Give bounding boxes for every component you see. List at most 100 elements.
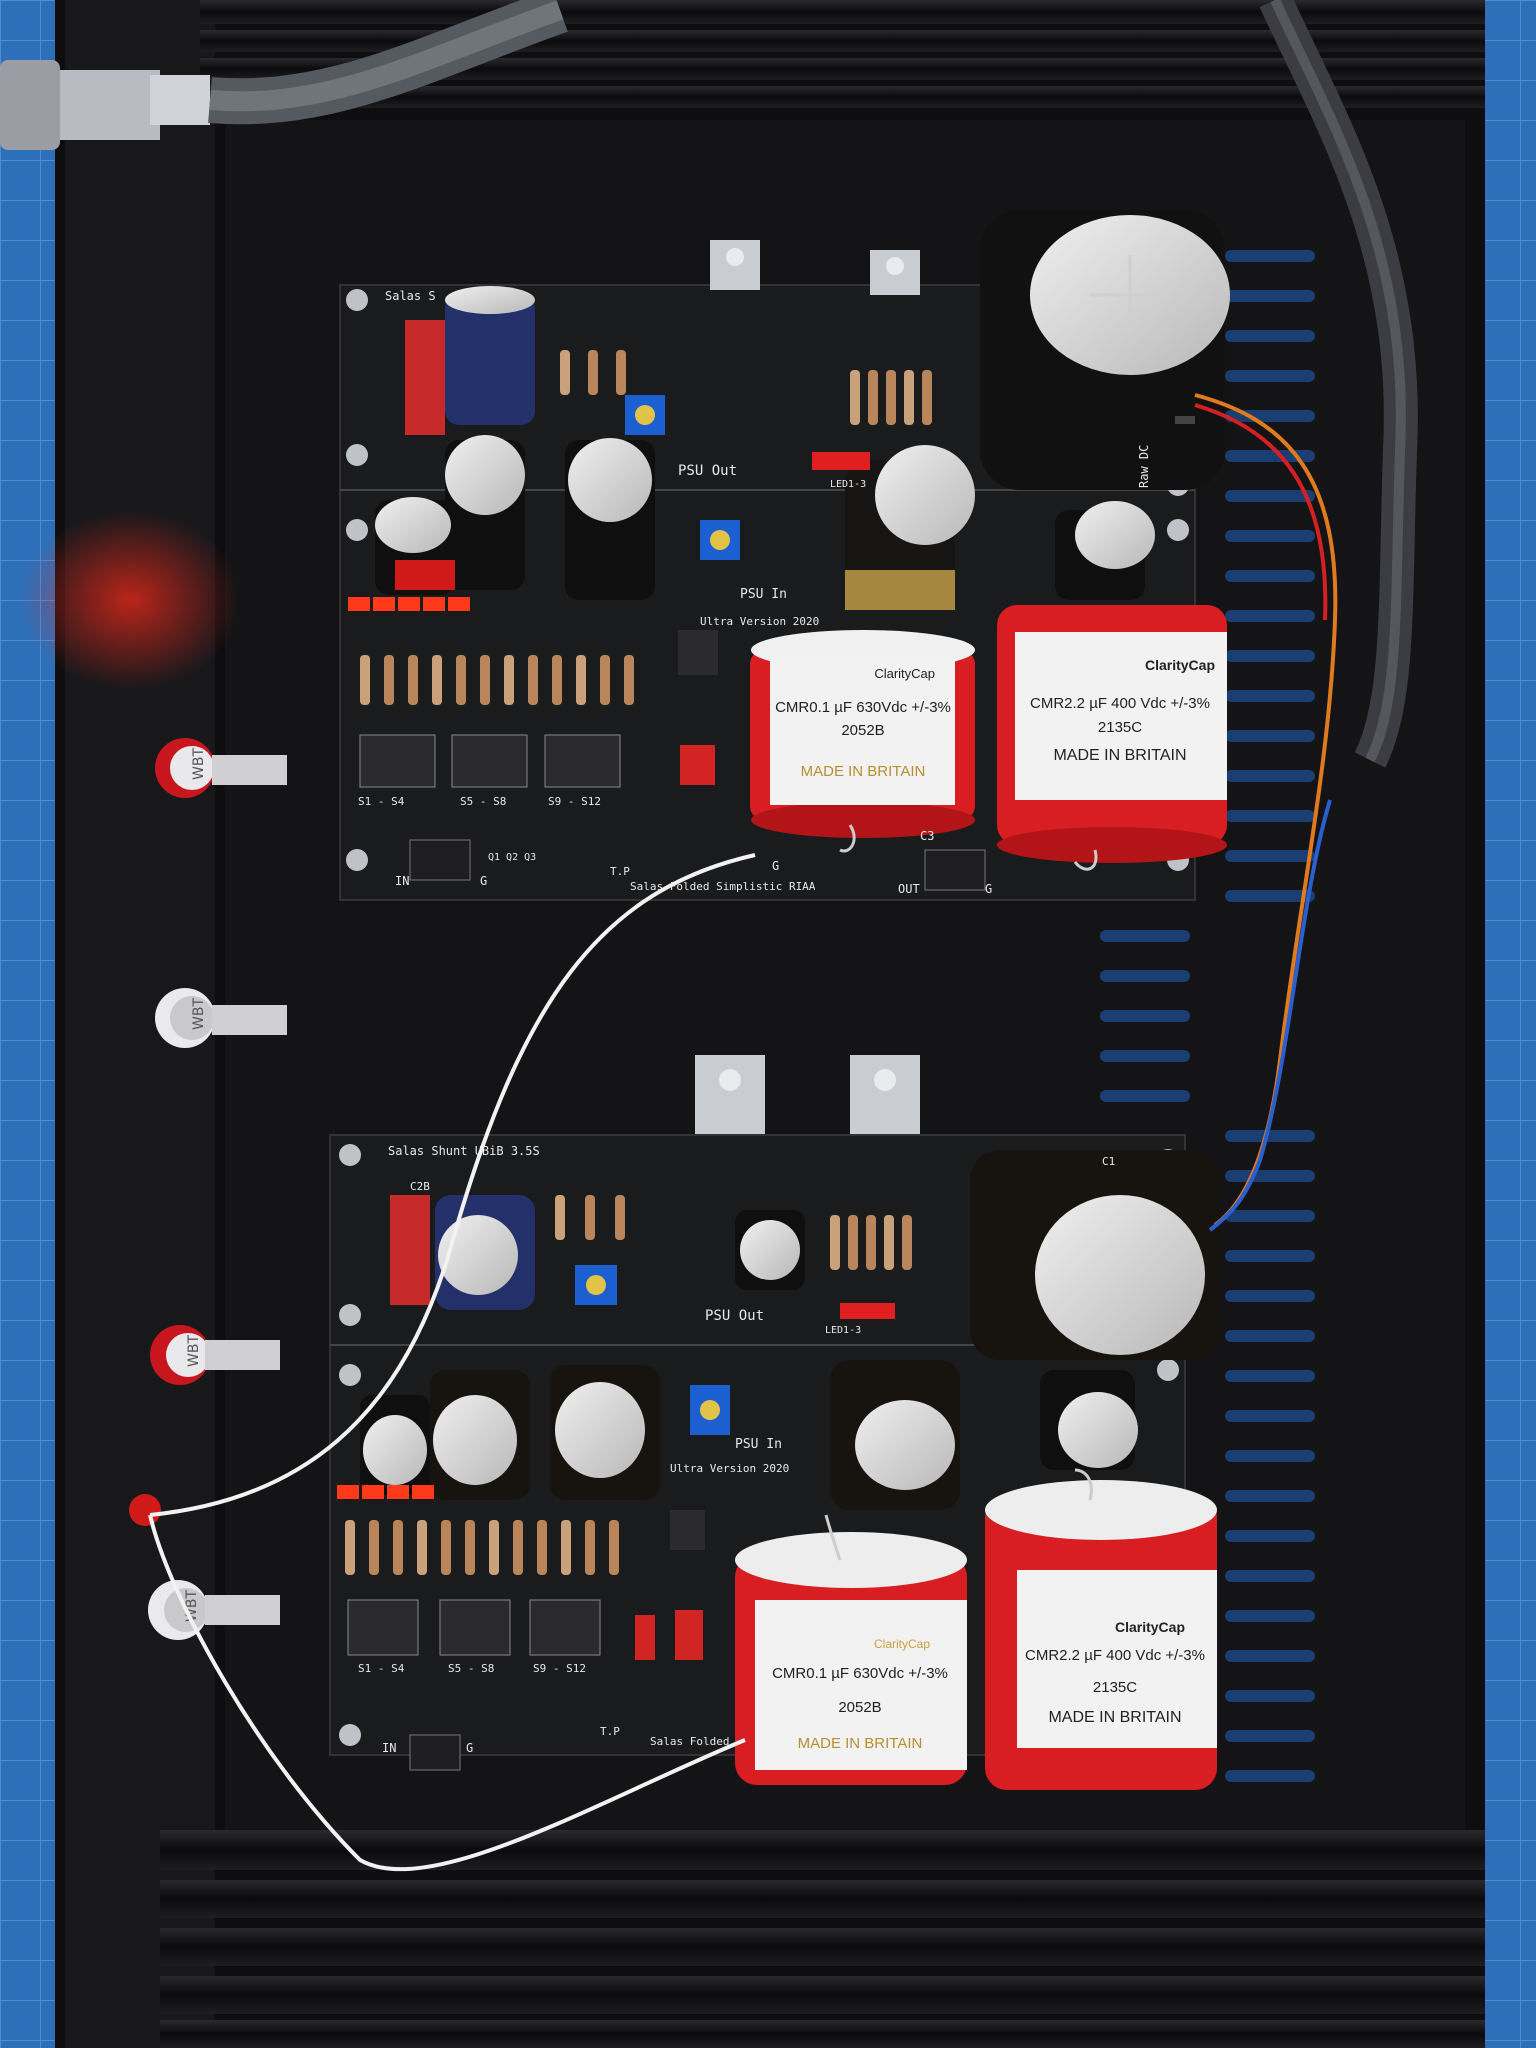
resistor <box>588 350 598 395</box>
version-label: Ultra Version 2020 <box>670 1462 789 1475</box>
c2b-label: C2B <box>410 1180 430 1193</box>
capacitor-brand: ClarityCap <box>1145 657 1215 673</box>
switch-group-label: S9 - S12 <box>548 795 601 808</box>
capacitor-rating: CMR0.1 µF 630Vdc +/-3% <box>772 1665 948 1682</box>
power-connector <box>0 0 568 150</box>
ground-label: G <box>466 1741 473 1755</box>
resistor <box>600 655 610 705</box>
pcb-bottom: ClarityCap CMR0.1 µF 630Vdc +/-3% 2052B … <box>329 1055 1220 1790</box>
led-label: LED1-3 <box>830 479 866 490</box>
test-point-label: T.P <box>600 1725 620 1738</box>
vent-slot <box>1225 490 1315 502</box>
led-label: LED1-3 <box>825 1325 861 1336</box>
vent-slot <box>1225 570 1315 582</box>
resistor <box>866 1215 876 1270</box>
resistor <box>561 1520 571 1575</box>
capacitor-rating: CMR2.2 µF 400 Vdc +/-3% <box>1025 1647 1205 1664</box>
capacitor-code: 2135C <box>1098 719 1142 736</box>
vent-slot <box>1225 890 1315 902</box>
resistor <box>624 655 634 705</box>
jack-brand: WBT <box>191 998 207 1030</box>
capacitor-origin: MADE IN BRITAIN <box>1048 1709 1181 1726</box>
rca-jack-white-1: WBT <box>155 988 287 1048</box>
resistor <box>848 1215 858 1270</box>
vent-slot <box>1225 290 1315 302</box>
resistor <box>537 1520 547 1575</box>
capacitor-brand: ClarityCap <box>874 666 935 681</box>
resistor <box>576 655 586 705</box>
resistor <box>904 370 914 425</box>
led-row-top <box>348 597 470 611</box>
psu-in-label: PSU In <box>740 587 787 602</box>
vent-slot <box>1225 730 1315 742</box>
vent-slot <box>1100 1010 1190 1022</box>
capacitor-code: 2135C <box>1093 1679 1137 1696</box>
test-point-label: T.P <box>610 865 630 878</box>
board-subtitle: Salas Folded <box>650 1735 729 1748</box>
resistor <box>489 1520 499 1575</box>
raw-dc-label: Raw DC <box>1137 445 1151 488</box>
capacitor-rating: CMR0.1 µF 630Vdc +/-3% <box>775 699 951 716</box>
output-label: OUT <box>898 882 920 896</box>
board-title: Salas Shunt UBiB 3.5S <box>388 1144 540 1158</box>
vent-slot <box>1225 1130 1315 1142</box>
switch-group-label: S9 - S12 <box>533 1662 586 1675</box>
vent-slot <box>1225 850 1315 862</box>
vent-slot <box>1225 610 1315 622</box>
vent-slot <box>1225 1570 1315 1582</box>
supply-wire-blue <box>1208 799 1332 1232</box>
vent-slot <box>1225 250 1315 262</box>
switch-group-label: S1 - S4 <box>358 1662 405 1675</box>
resistor <box>884 1215 894 1270</box>
switch-group-label: S5 - S8 <box>460 795 506 808</box>
rca-jack-red-1: WBT <box>155 738 287 798</box>
ground-label: G <box>985 882 992 896</box>
rca-jacks: WBT WBT WBT WBT <box>129 738 287 1640</box>
vent-slot <box>1225 1290 1315 1302</box>
vent-slot <box>1225 690 1315 702</box>
c3-label: C3 <box>920 829 934 843</box>
resistor <box>465 1520 475 1575</box>
vent-slot <box>1225 1610 1315 1622</box>
vent-slot <box>1225 1770 1315 1782</box>
resistor <box>456 655 466 705</box>
vent-slot <box>1225 330 1315 342</box>
vent-slot <box>1225 810 1315 822</box>
vent-slot <box>1100 1050 1190 1062</box>
resistor <box>369 1520 379 1575</box>
heatsink-bottom <box>160 1830 1485 2048</box>
psu-out-label: PSU Out <box>705 1308 764 1324</box>
vent-slot <box>1225 1210 1315 1222</box>
vent-slot <box>1225 1450 1315 1462</box>
vent-slot <box>1100 970 1190 982</box>
pcb-top: ClarityCap CMR0.1 µF 630Vdc +/-3% 2052B … <box>339 210 1230 901</box>
led-row-bottom <box>337 1485 434 1499</box>
vent-slot <box>1225 1370 1315 1382</box>
jack-brand: WBT <box>186 1335 202 1367</box>
jack-brand: WBT <box>191 748 207 780</box>
ground-wire <box>148 1514 746 1872</box>
resistor <box>384 655 394 705</box>
capacitor-brand: ClarityCap <box>1115 1619 1185 1635</box>
ground-label: G <box>480 874 487 888</box>
coupling-capacitor-small-bottom: ClarityCap CMR0.1 µF 630Vdc +/-3% 2052B … <box>735 1514 967 1785</box>
input-label: IN <box>395 874 409 888</box>
capacitor-rating: CMR2.2 µF 400 Vdc +/-3% <box>1030 695 1210 712</box>
vent-slot <box>1225 530 1315 542</box>
vent-slot <box>1225 1330 1315 1342</box>
ground-label: G <box>772 859 779 873</box>
coupling-capacitor-small-top: ClarityCap CMR0.1 µF 630Vdc +/-3% 2052B … <box>750 630 975 853</box>
vent-slot <box>1225 1650 1315 1662</box>
transistor-label: Q1 Q2 Q3 <box>488 852 536 863</box>
vent-slot <box>1225 410 1315 422</box>
vent-slot <box>1225 370 1315 382</box>
vent-slot <box>1225 1410 1315 1422</box>
input-label: IN <box>382 1741 396 1755</box>
coupling-capacitor-large-bottom: ClarityCap CMR2.2 µF 400 Vdc +/-3% 2135C… <box>985 1468 1217 1790</box>
capacitor-brand: ClarityCap <box>874 1637 930 1651</box>
resistor <box>360 655 370 705</box>
resistor <box>555 1195 565 1240</box>
vent-slot <box>1100 1090 1190 1102</box>
resistor <box>441 1520 451 1575</box>
